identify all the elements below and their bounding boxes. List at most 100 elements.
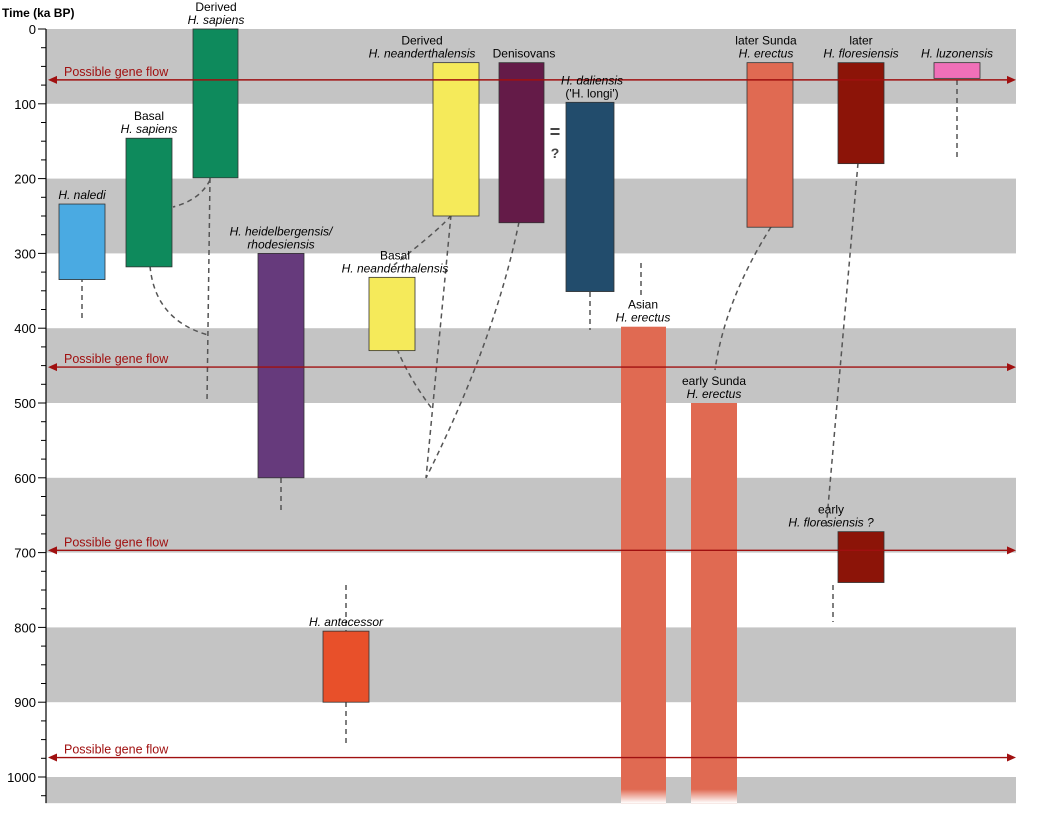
lineage-connector [206, 177, 211, 403]
bar-later-floresiensis [837, 62, 885, 165]
gene-flow-arrow: Possible gene flow [48, 535, 1016, 555]
y-tick-label: 200 [14, 172, 36, 187]
species-label-line: rhodesiensis [247, 237, 314, 251]
arrow-head-right [1007, 546, 1016, 555]
species-label-line: early Sunda [682, 374, 746, 388]
bar-early-floresiensis [837, 531, 885, 583]
gene-flow-label: Possible gene flow [64, 743, 169, 757]
species-label-line: later [849, 34, 872, 48]
bar-derived-sapiens [192, 28, 239, 179]
arrow-head-right [1007, 75, 1016, 84]
label-denisovans: Denisovans [493, 47, 556, 61]
species-label-line: early [818, 503, 844, 517]
y-tick-label: 900 [14, 695, 36, 710]
species-label-line: Derived [401, 34, 442, 48]
lineage-connector [714, 226, 772, 371]
bar-daliensis [565, 101, 615, 292]
lineage-connector [393, 214, 452, 266]
bar-luzonensis [933, 62, 981, 79]
grid-band [46, 627, 1016, 703]
bar-derived-neanderthalensis [432, 62, 480, 217]
bar-naledi [58, 203, 106, 280]
lineage-connector [425, 214, 452, 479]
species-bars [58, 28, 981, 804]
lineage-connector [396, 348, 434, 411]
arrow-head-left [48, 546, 57, 555]
species-label-line: Basal [380, 248, 410, 262]
species-label-line: H. sapiens [121, 122, 178, 136]
species-label-line: H. neanderthalensis [342, 261, 449, 275]
species-label-line: H. daliensis [561, 73, 623, 87]
bar-later-sunda-erectus [746, 62, 794, 228]
label-heidelbergensis: H. heidelbergensis/rhodesiensis [230, 224, 334, 251]
species-label-line: later Sunda [735, 34, 797, 48]
grid-band [46, 328, 1016, 403]
equivalence-question: ? [551, 145, 560, 161]
lineage-connectors [81, 80, 958, 745]
label-naledi: H. naledi [58, 188, 106, 202]
species-label-line: H. erectus [687, 387, 742, 401]
grid-band [46, 777, 1016, 804]
species-label-line: H. erectus [739, 47, 794, 61]
bar-antecessor [322, 630, 370, 703]
species-label-line: Basal [134, 109, 164, 123]
species-label-line: Denisovans [493, 47, 556, 61]
arrow-head-left [48, 75, 57, 84]
y-tick-label: 400 [14, 321, 36, 336]
label-daliensis: H. daliensis('H. longi') [561, 73, 623, 100]
gene-flow-label: Possible gene flow [64, 65, 169, 79]
y-tick-label: 300 [14, 246, 36, 261]
bar-basal-neanderthalensis [368, 276, 416, 352]
y-tick-label: 600 [14, 471, 36, 486]
gene-flow-arrow: Possible gene flow [48, 352, 1016, 372]
bar-denisovans [498, 62, 545, 224]
species-label-line: Derived [195, 0, 236, 14]
y-axis-title: Time (ka BP) [2, 6, 74, 20]
bar-fade [621, 789, 666, 804]
equivalence-symbol: = [550, 122, 561, 142]
species-label-line: H. erectus [616, 311, 671, 325]
y-tick-label: 1000 [7, 770, 36, 785]
grid-bands [46, 29, 1016, 804]
lineage-connector [172, 179, 211, 208]
arrow-head-left [48, 753, 57, 762]
label-luzonensis: H. luzonensis [921, 47, 993, 61]
y-tick-label: 500 [14, 396, 36, 411]
species-label-line: H. floresiensis [823, 47, 898, 61]
lineage-connector [149, 265, 209, 336]
species-label-line: H. neanderthalensis [369, 47, 476, 61]
label-antecessor: H. antecessor [309, 615, 384, 629]
species-label-line: ('H. longi') [565, 86, 618, 100]
species-label-line: H. antecessor [309, 615, 384, 629]
gene-flow-label: Possible gene flow [64, 535, 169, 549]
species-label-line: H. luzonensis [921, 47, 993, 61]
arrow-head-left [48, 363, 57, 372]
y-tick-label: 100 [14, 97, 36, 112]
y-tick-label: 700 [14, 546, 36, 561]
gene-flow-arrow: Possible gene flow [48, 65, 1016, 84]
arrow-head-right [1007, 363, 1016, 372]
arrow-head-right [1007, 753, 1016, 762]
bar-fade [691, 789, 737, 804]
lineage-connector [825, 162, 859, 531]
species-label-line: Asian [628, 298, 658, 312]
species-label-line: H. floresiensis ? [788, 516, 874, 530]
species-label-line: H. heidelbergensis/ [230, 224, 334, 238]
bar-asian-erectus [621, 326, 666, 804]
bar-basal-sapiens [125, 137, 173, 268]
bar-early-sunda-erectus [691, 403, 737, 804]
y-tick-label: 800 [14, 620, 36, 635]
bar-heidelbergensis [257, 252, 305, 479]
species-label-line: H. naledi [58, 188, 106, 202]
